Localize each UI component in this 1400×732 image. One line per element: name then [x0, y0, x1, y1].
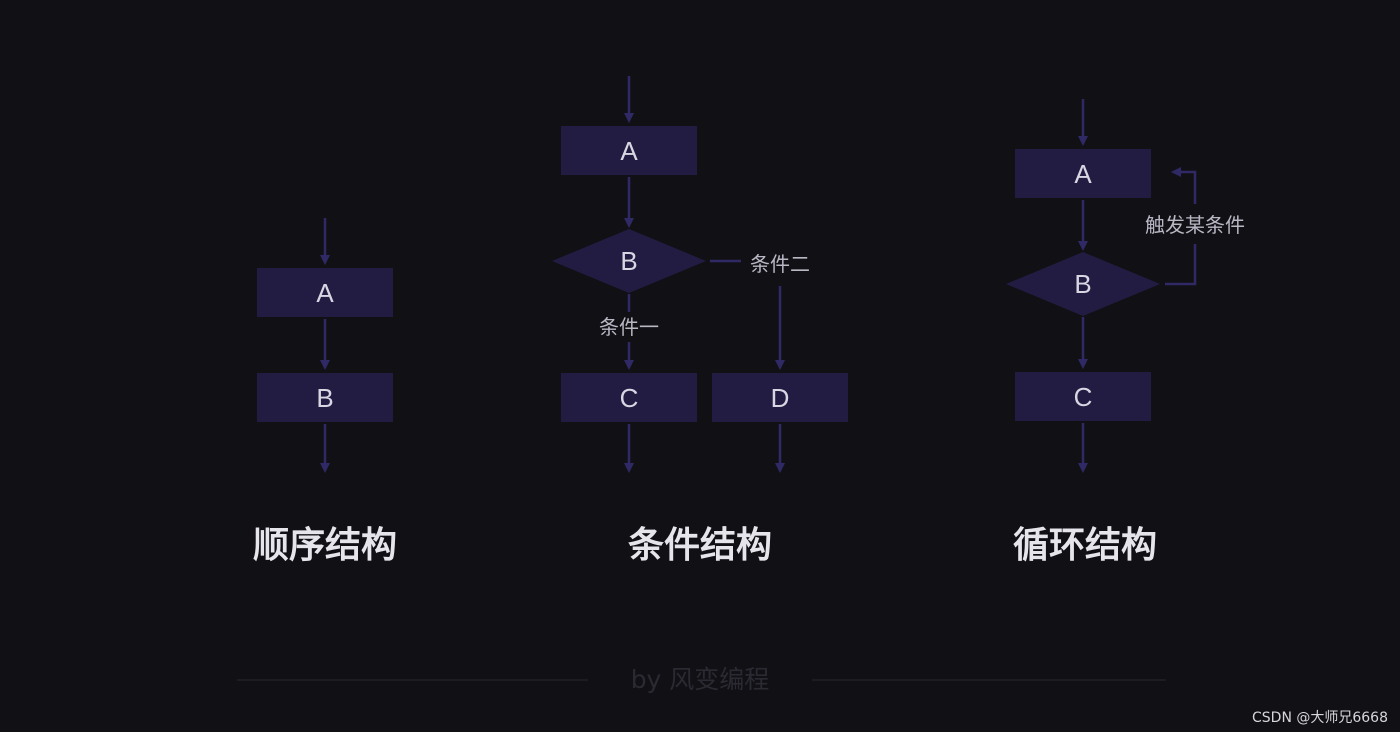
conditional-node-c [561, 373, 697, 422]
conditional-branch-one-label: 条件一 [599, 315, 659, 339]
conditional-node-b-label: B [620, 246, 637, 276]
conditional-node-d [712, 373, 848, 422]
sequence-node-b-label: B [316, 383, 333, 413]
conditional-structure: A B 条件一 条件二 C D 条件结构 [552, 76, 848, 566]
loop-title: 循环结构 [1013, 525, 1157, 566]
footer: by 风变编程 CSDN @大师兄6668 [237, 665, 1388, 726]
sequence-title: 顺序结构 [253, 525, 397, 566]
loop-node-b-label: B [1074, 269, 1091, 299]
conditional-node-c-label: C [620, 383, 639, 413]
loop-structure: A B 触发某条件 C 循环结构 [1006, 99, 1245, 566]
conditional-decision-b [552, 229, 706, 293]
sequence-structure: A B 顺序结构 [253, 218, 397, 566]
loop-back-arrow [1171, 167, 1197, 204]
csdn-watermark: CSDN @大师兄6668 [1252, 710, 1388, 726]
loop-back-line-lower [1165, 244, 1197, 286]
loop-node-c-label: C [1074, 382, 1093, 412]
loop-back-label: 触发某条件 [1145, 213, 1245, 237]
loop-node-a-label: A [1074, 159, 1092, 189]
sequence-node-b [257, 373, 393, 422]
sequence-node-a-label: A [316, 278, 334, 308]
footer-credit: by 风变编程 [631, 665, 770, 694]
conditional-node-d-label: D [771, 383, 790, 413]
loop-node-a [1015, 149, 1151, 198]
conditional-node-a [561, 126, 697, 175]
conditional-node-a-label: A [620, 136, 638, 166]
conditional-branch-two-label: 条件二 [750, 252, 810, 276]
sequence-node-a [257, 268, 393, 317]
loop-node-c [1015, 372, 1151, 421]
loop-decision-b [1006, 252, 1160, 316]
conditional-title: 条件结构 [628, 525, 772, 566]
